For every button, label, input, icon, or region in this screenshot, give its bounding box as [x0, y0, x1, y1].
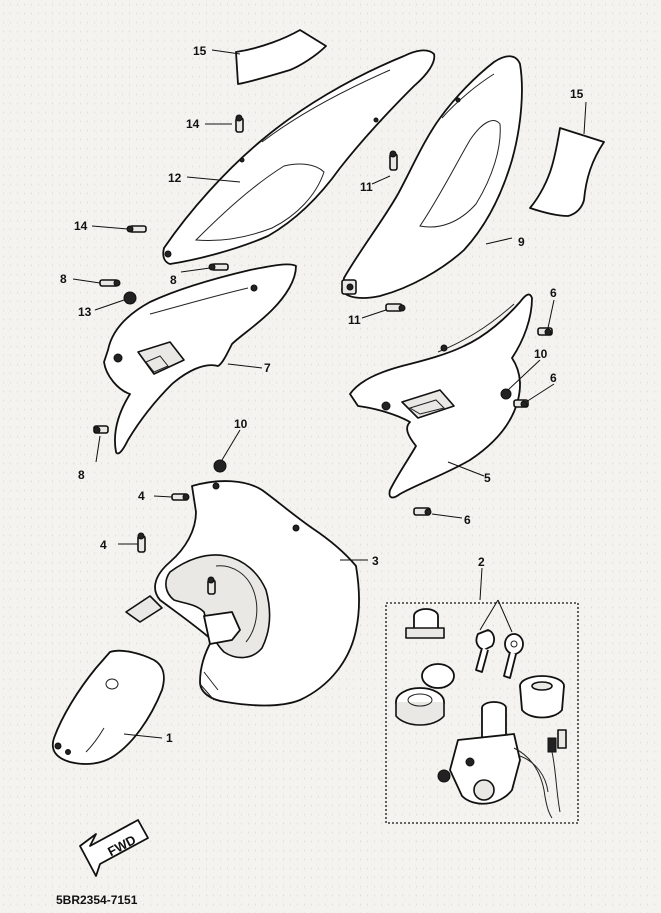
- callout-10-center: 10: [234, 417, 248, 431]
- bolt-4-lower: [137, 532, 146, 553]
- figure-code: 5BR2354-7151: [56, 893, 138, 907]
- leader-lines: [72, 49, 587, 739]
- callout-4-upper: 4: [138, 489, 145, 503]
- bolt-8-middle: [208, 263, 229, 271]
- bolt-6-lower: [413, 507, 432, 516]
- part-3-leg-shield: [125, 480, 360, 707]
- callout-10-right: 10: [534, 347, 548, 361]
- callout-labels: 15 15 14 12 14 11 9 8 8 13 11 7 8 6 10 6…: [60, 44, 584, 745]
- callout-3: 3: [372, 554, 379, 568]
- seat-lock-cylinder: [405, 608, 445, 639]
- bolt-14-lower: [126, 225, 147, 233]
- callout-1: 1: [166, 731, 173, 745]
- bolt-11-lower: [385, 303, 406, 312]
- callout-12: 12: [168, 171, 182, 185]
- part-15-decal-left: [235, 29, 327, 85]
- callout-11-upper: 11: [360, 180, 373, 194]
- callout-6-lower: 6: [464, 513, 471, 527]
- bolt-8-upper: [99, 279, 121, 287]
- callout-13: 13: [78, 305, 92, 319]
- nut-10-right: [500, 388, 512, 400]
- callout-5: 5: [484, 471, 491, 485]
- bolt-6-middle: [513, 399, 529, 408]
- fuel-cap-lock: [395, 663, 455, 726]
- key-1: [475, 629, 495, 673]
- key-2: [503, 633, 524, 679]
- bolt-inner: [207, 576, 216, 595]
- callout-15-left: 15: [193, 44, 207, 58]
- part-2-lock-set-inset: [385, 602, 579, 824]
- callout-6-upper: 6: [550, 286, 557, 300]
- callout-14-lower: 14: [74, 219, 88, 233]
- nut-10-center: [213, 459, 227, 473]
- callout-9: 9: [518, 235, 525, 249]
- callout-8-upper: 8: [60, 272, 67, 286]
- part-1-front-cover: [51, 649, 165, 765]
- callout-15-right: 15: [570, 87, 584, 101]
- callout-8-middle: 8: [170, 273, 177, 287]
- bolt-14-upper: [235, 114, 244, 133]
- bolt-11-upper: [389, 150, 398, 171]
- part-7-side-cover-lower-left: [103, 263, 297, 455]
- main-switch-ignition: [437, 701, 567, 819]
- part-12-side-cover-upper: [162, 49, 436, 265]
- fwd-direction-arrow: FWD: [79, 819, 149, 877]
- part-9-side-cover-right: [341, 55, 523, 299]
- callout-7: 7: [264, 361, 271, 375]
- callout-11-lower: 11: [348, 313, 361, 327]
- callout-4-lower: 4: [100, 538, 107, 552]
- callout-8-lower: 8: [78, 468, 85, 482]
- nut-13: [123, 291, 137, 305]
- bolt-8-lower: [93, 425, 109, 434]
- bolt-4-upper: [171, 493, 190, 501]
- callout-6-middle: 6: [550, 371, 557, 385]
- callout-2: 2: [478, 555, 485, 569]
- callout-14-upper: 14: [186, 117, 200, 131]
- part-15-decal-right: [529, 127, 605, 217]
- lock-ring-cap: [519, 675, 565, 719]
- bolt-6-upper: [537, 327, 553, 336]
